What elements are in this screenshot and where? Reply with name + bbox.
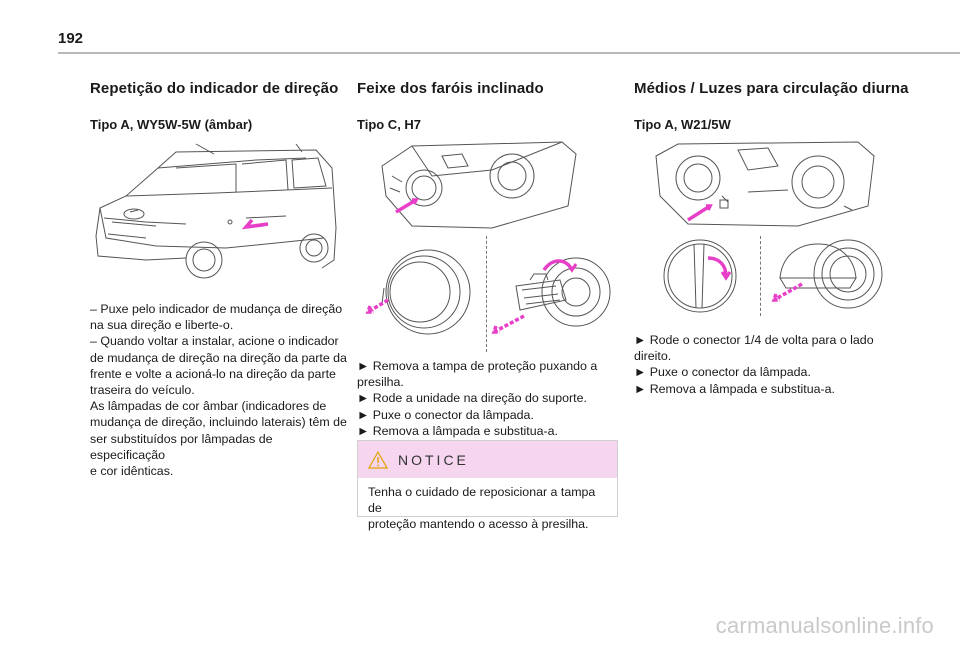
section-title: Feixe dos faróis inclinado bbox=[357, 80, 544, 97]
text-line: ► Puxe o conector da lâmpada. bbox=[634, 365, 811, 380]
section-turn-signal-repeater: Repetição do indicador de direção Tipo A… bbox=[90, 80, 350, 132]
connector-rotate-illustration bbox=[663, 239, 737, 313]
warning-icon bbox=[368, 450, 388, 469]
text-line: frente e volte a acioná-lo na direção da… bbox=[90, 366, 336, 381]
col1-text: – Puxe pelo indicador de mudança de dire… bbox=[90, 301, 350, 479]
section-headlamp-beam: Feixe dos faróis inclinado Tipo C, H7 bbox=[357, 80, 617, 132]
notice-body: Tenha o cuidado de reposicionar a tampa … bbox=[358, 478, 617, 532]
headlamp-rear-illustration bbox=[655, 141, 875, 227]
notice-title: NOTICE bbox=[398, 451, 469, 468]
text-line: ser substituídos por lâmpadas de especif… bbox=[90, 431, 273, 462]
protective-cap-illustration bbox=[365, 249, 471, 335]
watermark-text: carmanualsonline.info bbox=[715, 613, 934, 638]
col3-text: ► Rode o conector 1/4 de volta para o la… bbox=[634, 332, 894, 397]
text-line: ► Remova a lâmpada e substitua-a. bbox=[357, 423, 558, 438]
notice-header: NOTICE bbox=[358, 441, 617, 478]
header-rule bbox=[58, 52, 960, 54]
text-line: ► Remova a tampa de proteção puxando a bbox=[357, 359, 598, 373]
text-line: mudança de direção, incluindo laterais) … bbox=[90, 415, 347, 430]
notice-box: NOTICE Tenha o cuidado de reposicionar a… bbox=[357, 440, 618, 531]
text-line: na sua direção e liberte-o. bbox=[90, 318, 234, 333]
text-line: – Puxe pelo indicador de mudança de dire… bbox=[90, 302, 343, 316]
section-subtitle: Tipo C, H7 bbox=[357, 117, 422, 132]
section-title: Médios / Luzes para circulação diurna bbox=[634, 80, 909, 97]
text-line: ► Puxe o conector da lâmpada. bbox=[357, 407, 534, 422]
section-subtitle: Tipo A, W21/5W bbox=[634, 117, 731, 132]
text-line: ► Rode o conector 1/4 de volta para o la… bbox=[634, 333, 874, 347]
van-illustration bbox=[95, 143, 337, 279]
bulb-connector-illustration bbox=[491, 257, 611, 334]
notice-line: proteção mantendo o acesso à presilha. bbox=[368, 517, 589, 531]
figure-divider bbox=[486, 236, 487, 352]
text-line: de mudança de direção na direção da part… bbox=[90, 350, 347, 365]
section-low-beam-drl: Médios / Luzes para circulação diurna Ti… bbox=[634, 80, 914, 132]
text-line: e cor idênticas. bbox=[90, 464, 174, 479]
text-line: direito. bbox=[634, 349, 672, 364]
text-line: presilha. bbox=[357, 375, 404, 390]
text-line: traseira do veículo. bbox=[90, 383, 195, 398]
col2-text: ► Remova a tampa de proteção puxando a p… bbox=[357, 358, 617, 439]
text-line: As lâmpadas de cor âmbar (indicadores de bbox=[90, 399, 327, 414]
text-line: – Quando voltar a instalar, acione o ind… bbox=[90, 334, 339, 349]
notice-line: Tenha o cuidado de reposicionar a tampa … bbox=[368, 485, 596, 515]
figure-divider bbox=[760, 236, 761, 316]
section-title: Repetição do indicador de direção bbox=[90, 80, 339, 97]
bulb-removal-illustration bbox=[771, 239, 883, 309]
page-number: 192 bbox=[58, 30, 84, 47]
headlamp-unit-illustration bbox=[381, 141, 577, 229]
text-line: ► Rode a unidade na direção do suporte. bbox=[357, 391, 587, 406]
section-subtitle: Tipo A, WY5W-5W (âmbar) bbox=[90, 117, 253, 132]
text-line: ► Remova a lâmpada e substitua-a. bbox=[634, 381, 835, 396]
